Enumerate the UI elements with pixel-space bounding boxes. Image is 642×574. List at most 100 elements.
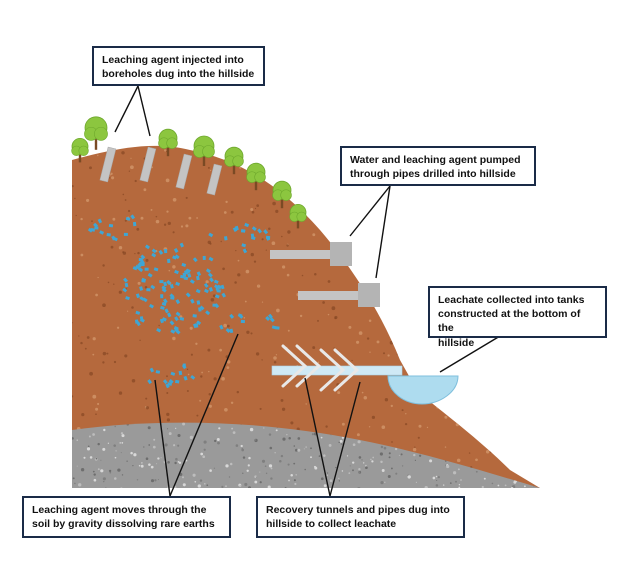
soil-speck xyxy=(532,256,535,259)
rock-speck xyxy=(519,432,523,436)
rock-speck xyxy=(518,443,521,446)
soil-speck xyxy=(155,215,158,218)
rock-speck xyxy=(93,473,96,476)
leaching-drop xyxy=(179,242,185,248)
soil-speck xyxy=(106,352,109,355)
soil-speck xyxy=(301,274,304,277)
soil-speck xyxy=(481,233,485,237)
rock-speck xyxy=(103,428,106,432)
bedrock-layer xyxy=(72,422,540,488)
soil-speck xyxy=(444,206,447,210)
soil-speck xyxy=(500,418,504,422)
rock-speck xyxy=(244,482,248,487)
rock-speck xyxy=(320,477,324,481)
leaching-drop xyxy=(169,320,175,326)
rock-speck xyxy=(529,417,532,420)
callout-gravity: Leaching agent moves through the soil by… xyxy=(22,496,231,538)
leaching-drop xyxy=(196,275,200,281)
rock-speck xyxy=(274,452,276,454)
tree-canopy xyxy=(94,126,108,141)
rock-speck xyxy=(523,485,526,488)
soil-speck xyxy=(389,209,391,211)
tree-trunk xyxy=(296,214,300,229)
soil-speck xyxy=(426,426,429,429)
leaching-agent-droplets xyxy=(87,214,280,389)
soil-speck xyxy=(344,225,349,230)
rock-speck xyxy=(132,465,134,467)
rock-speck xyxy=(203,482,206,485)
rock-speck xyxy=(259,481,262,484)
rock-speck xyxy=(156,463,158,465)
leaching-drop xyxy=(163,281,168,287)
soil-speck xyxy=(259,407,262,410)
rock-speck xyxy=(279,459,282,463)
rock-speck xyxy=(160,457,162,459)
leaching-drop xyxy=(203,282,209,288)
leaching-drop xyxy=(196,271,202,277)
soil-speck xyxy=(530,371,533,374)
rock-speck xyxy=(401,465,404,467)
rock-speck xyxy=(117,468,121,472)
rock-speck xyxy=(528,448,531,451)
soil-speck xyxy=(391,441,393,443)
rock-speck xyxy=(536,455,540,459)
rock-speck xyxy=(107,488,110,491)
soil-speck xyxy=(127,209,131,213)
rock-speck xyxy=(477,424,481,428)
soil-speck xyxy=(501,394,505,398)
leaching-drop xyxy=(139,286,144,291)
soil-speck xyxy=(378,213,381,215)
soil-speck xyxy=(305,150,307,153)
soil-speck xyxy=(205,280,209,284)
leaching-drop xyxy=(212,303,217,307)
tunnel-arrow-icon xyxy=(281,344,360,392)
rock-speck xyxy=(523,442,527,446)
soil-speck xyxy=(535,436,538,438)
soil-speck xyxy=(314,273,317,276)
leaching-drop xyxy=(130,214,136,220)
rock-speck xyxy=(177,444,180,447)
soil-speck xyxy=(396,248,400,252)
soil-speck xyxy=(121,151,125,155)
tree-trunk xyxy=(202,148,206,166)
soil-speck xyxy=(341,422,345,426)
soil-speck xyxy=(102,264,105,267)
rock-speck xyxy=(395,472,398,475)
tree-icon xyxy=(158,128,178,157)
soil-speck xyxy=(295,151,299,155)
soil-speck xyxy=(514,266,516,269)
leaching-drop xyxy=(161,285,167,291)
soil-speck xyxy=(442,363,446,367)
soil-speck xyxy=(230,210,234,214)
soil-speck xyxy=(145,397,148,400)
soil-speck xyxy=(199,399,202,402)
rock-speck xyxy=(80,468,85,472)
soil-speck xyxy=(363,395,368,400)
rock-speck xyxy=(113,444,116,447)
rock-speck xyxy=(202,455,206,459)
leaching-drop xyxy=(149,367,155,373)
rock-speck xyxy=(141,462,143,464)
soil-speck xyxy=(130,157,132,159)
leaching-drop xyxy=(192,314,197,318)
soil-speck xyxy=(391,317,395,320)
pointer-line xyxy=(329,381,361,497)
soil-speck xyxy=(530,434,533,437)
soil-speck xyxy=(221,376,225,381)
rock-speck xyxy=(203,448,206,451)
soil-speck xyxy=(207,348,211,352)
tree-canopy xyxy=(280,189,292,201)
rock-speck xyxy=(100,469,104,473)
rock-speck xyxy=(497,484,500,487)
rock-speck xyxy=(178,461,182,464)
leaching-drop xyxy=(153,267,159,272)
rock-speck xyxy=(338,477,340,480)
soil-speck xyxy=(74,197,76,200)
soil-speck xyxy=(512,277,516,281)
soil-speck xyxy=(414,446,416,448)
rock-speck xyxy=(92,433,95,436)
rock-speck xyxy=(261,459,266,463)
leaching-drop xyxy=(167,258,171,264)
borehole-icon xyxy=(99,146,117,183)
rock-speck xyxy=(130,451,133,455)
